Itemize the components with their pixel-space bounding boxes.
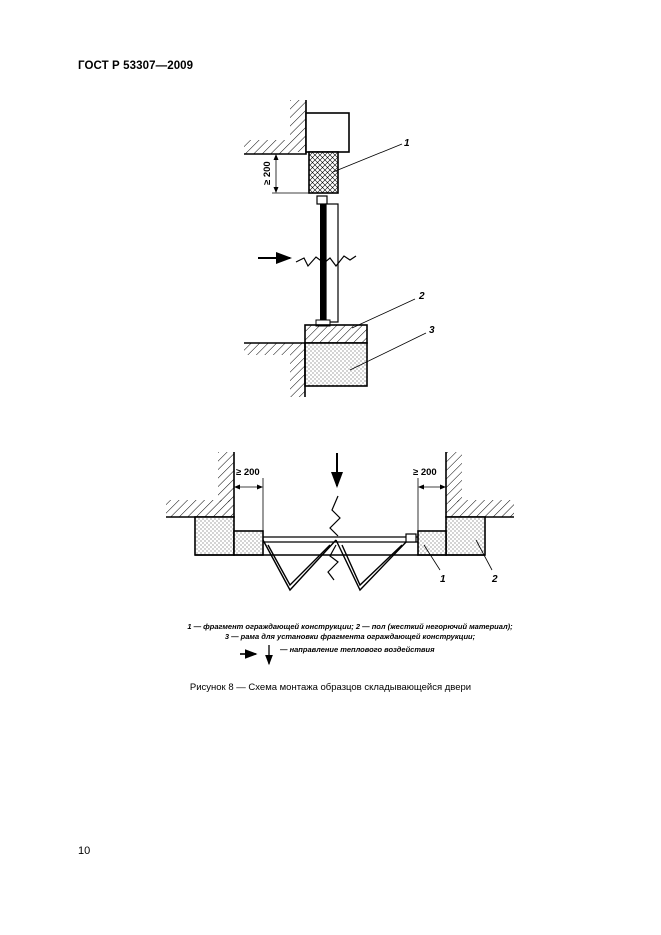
page-number: 10 (78, 845, 91, 857)
right-dimension-label: ≥ 200 (413, 467, 437, 478)
standard-header: ГОСТ Р 53307—2009 (78, 60, 194, 72)
fire-line-upper (329, 495, 341, 537)
bottom-figure: ≥ 200 ≥ 200 1 2 (166, 452, 514, 592)
label-2: 2 (418, 291, 425, 302)
legend-arrow-text: — направление теплового воздействия (280, 645, 435, 654)
left-dimension: ≥ 200 (234, 467, 264, 531)
left-dimension-label: ≥ 200 (236, 467, 260, 478)
figure-legend: 1 — фрагмент ограждающей конструкции; 2 … (150, 622, 550, 642)
left-wall (166, 452, 235, 518)
fire-line (295, 255, 357, 268)
folded-door (262, 539, 409, 592)
top-dimension: ≥ 200 (262, 153, 309, 194)
label-b1: 1 (440, 574, 446, 585)
legend-line-1: 1 — фрагмент ограждающей конструкции; 2 … (187, 622, 513, 631)
lower-wall (244, 342, 306, 397)
right-frame-block (445, 516, 486, 556)
label-b2: 2 (491, 574, 498, 585)
leader-b2 (475, 539, 493, 571)
legend-arrows (240, 645, 273, 666)
top-figure: ≥ 200 (244, 100, 435, 397)
right-fragment (417, 530, 447, 556)
upper-block (305, 112, 350, 153)
left-fragment (233, 530, 264, 556)
label-3: 3 (429, 325, 435, 336)
figure-caption: Рисунок 8 — Схема монтажа образцов склад… (189, 682, 472, 693)
right-wall (445, 452, 514, 518)
right-dimension: ≥ 200 (413, 467, 446, 531)
label-1: 1 (404, 138, 410, 149)
floor-slab (304, 324, 368, 344)
top-dimension-label: ≥ 200 (262, 161, 273, 185)
lower-frame-block (304, 342, 368, 387)
upper-fragment (308, 151, 339, 194)
leader-3 (349, 332, 427, 371)
upper-wall (244, 100, 307, 155)
legend-line-2: 3 — рама для установки фрагмента огражда… (224, 632, 476, 641)
left-frame-block (194, 516, 235, 556)
leader-2 (351, 298, 416, 329)
door-hinge (405, 533, 417, 543)
leader-b1 (423, 544, 441, 571)
leader-1 (332, 143, 403, 173)
fire-line-lower (327, 544, 339, 581)
